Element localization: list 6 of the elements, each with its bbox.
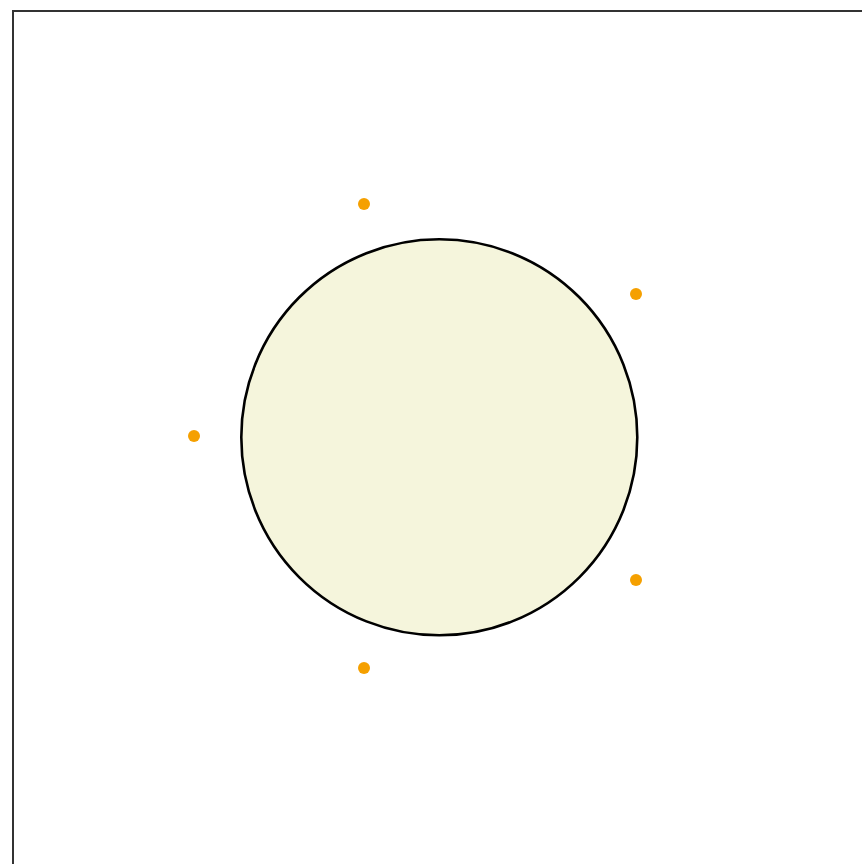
dot-marker [358,662,370,674]
dot-marker [358,198,370,210]
dot-marker [630,288,642,300]
large-circle [240,238,640,638]
dot-marker [630,574,642,586]
dot-marker [188,430,200,442]
